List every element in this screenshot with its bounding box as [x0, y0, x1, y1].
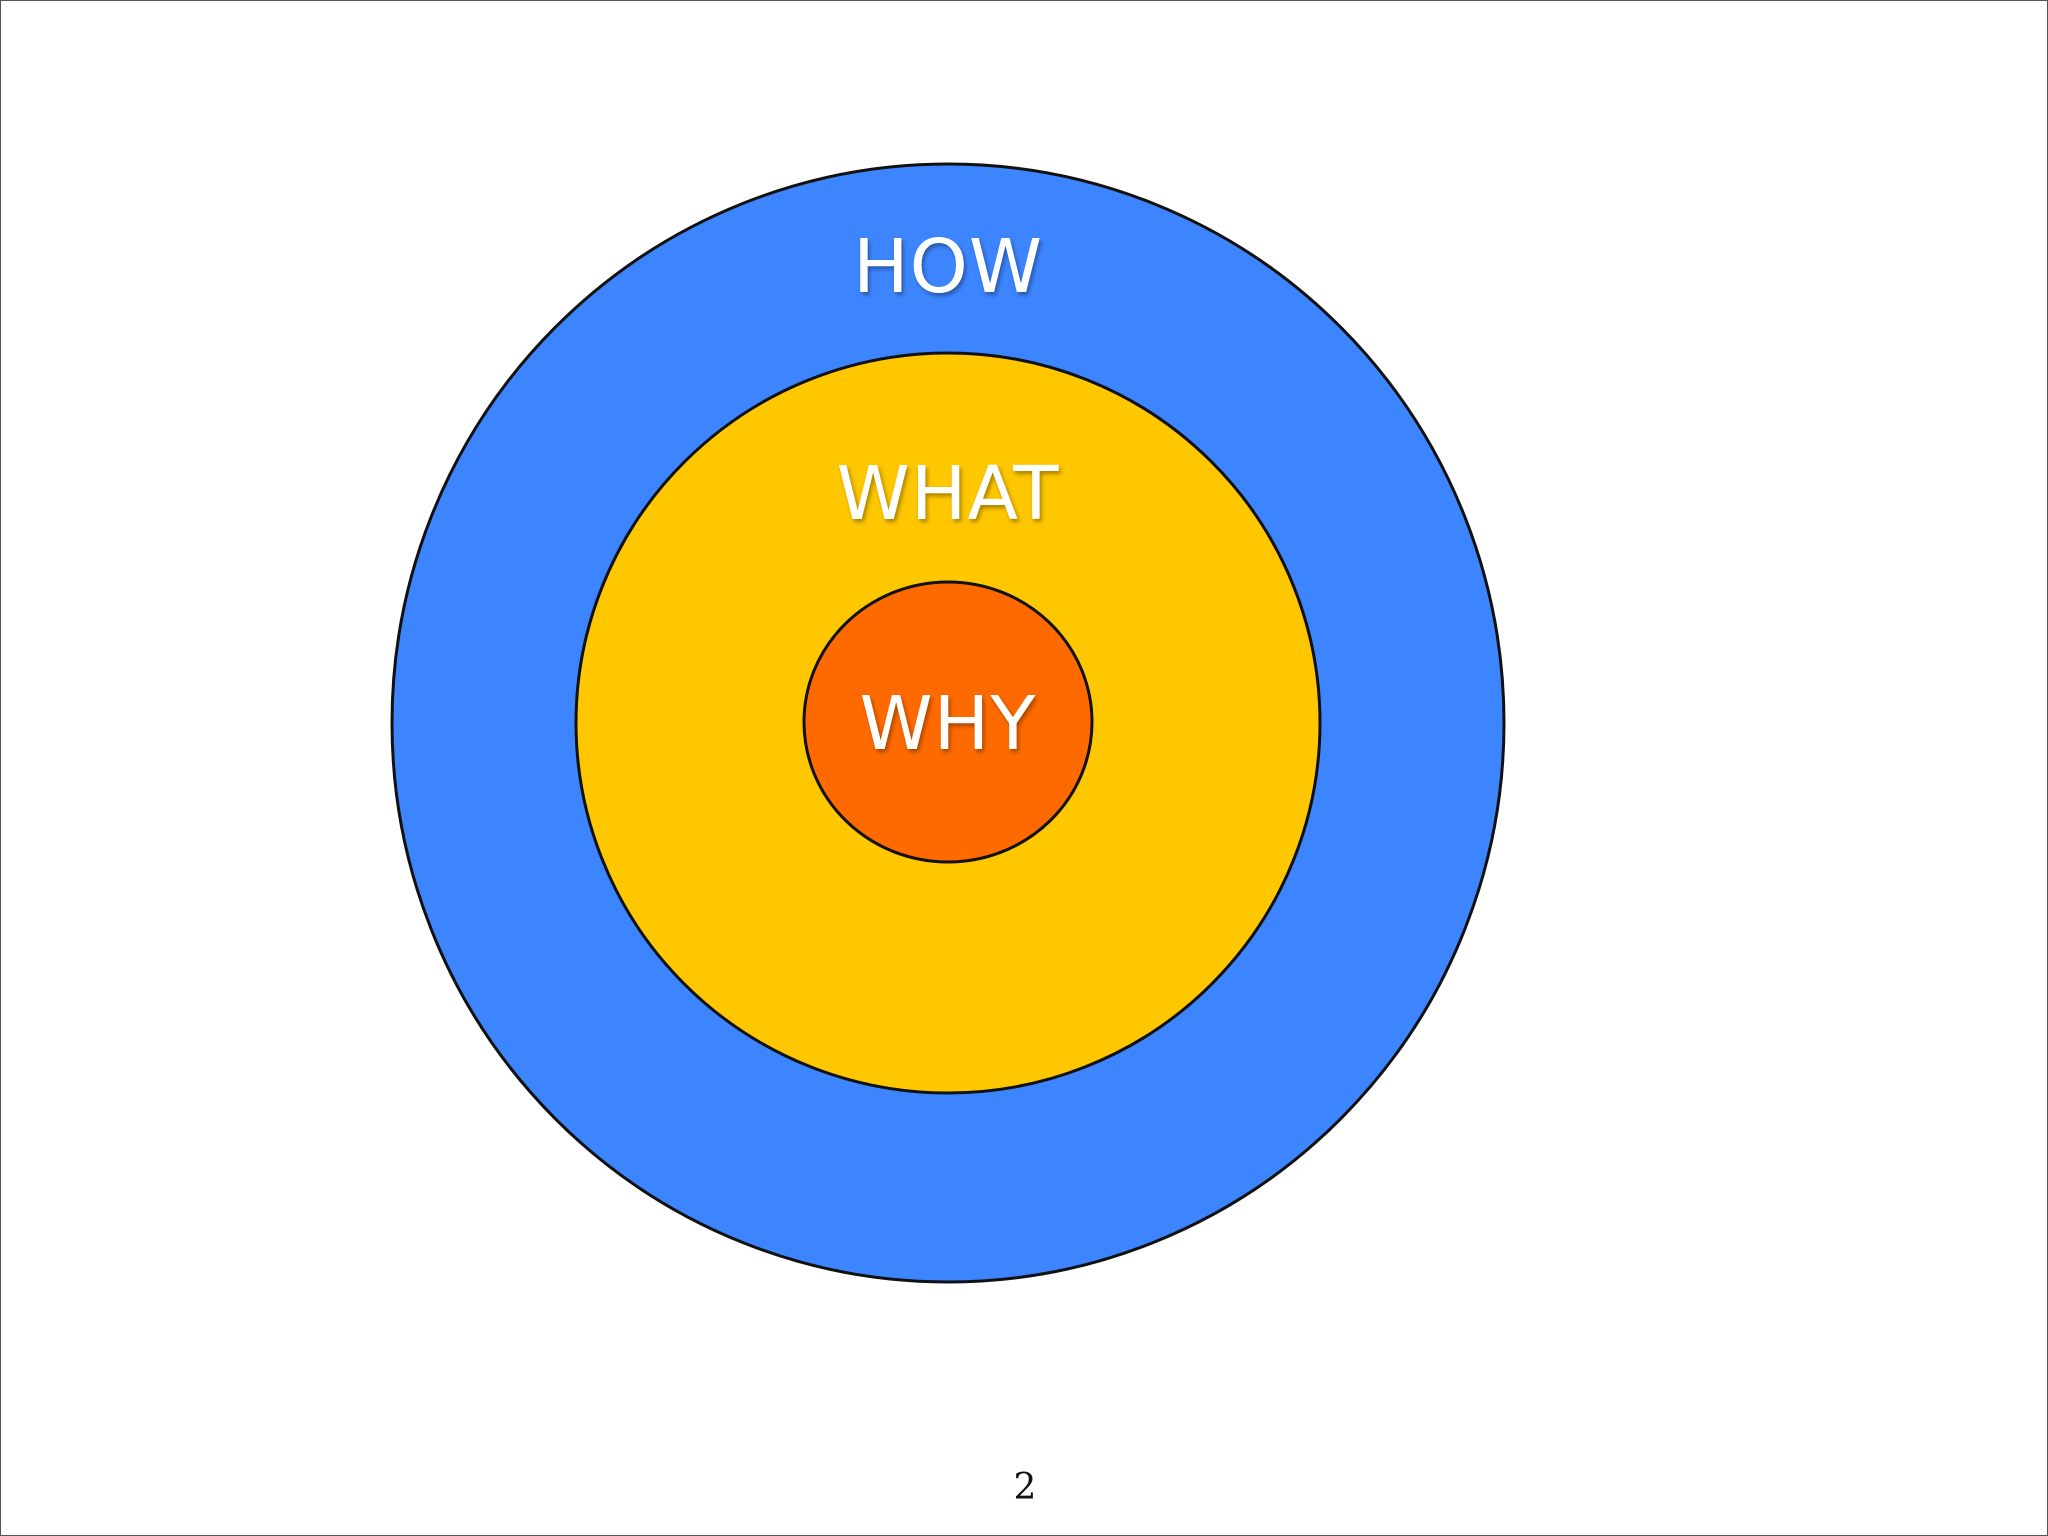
why-circle	[802, 580, 1094, 864]
why-label: WHY	[859, 681, 1036, 767]
page-number: 2	[1013, 1467, 1037, 1508]
how-label: HOW	[853, 224, 1043, 310]
what-label: WHAT	[837, 451, 1060, 537]
